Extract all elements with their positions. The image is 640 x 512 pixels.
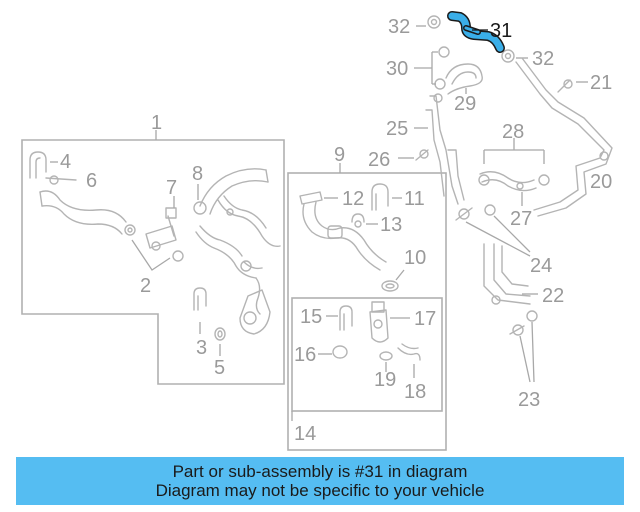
callout-22: 22	[542, 285, 564, 307]
callout-32-right: 32	[532, 48, 554, 70]
pipe-20	[515, 57, 613, 217]
callout-8: 8	[192, 163, 203, 185]
callout-16: 16	[294, 344, 316, 366]
bolt-21	[557, 79, 573, 93]
callout-4: 4	[60, 151, 71, 173]
hose-18	[397, 343, 421, 361]
callout-29: 29	[454, 93, 476, 115]
pipe-25	[425, 93, 465, 205]
hose-30-29	[434, 46, 483, 95]
callout-28: 28	[502, 121, 524, 143]
small-hose-right	[217, 195, 281, 247]
banner-line-disclaimer: Diagram may not be specific to your vehi…	[155, 481, 485, 500]
callout-3: 3	[196, 337, 207, 359]
callout-32-top: 32	[388, 16, 410, 38]
callout-1: 1	[151, 112, 162, 134]
callout-26: 26	[368, 149, 390, 171]
callout-15: 15	[300, 306, 322, 328]
callout-31: 31	[490, 20, 512, 42]
group-14-outline	[291, 297, 443, 412]
group-9-outline	[287, 172, 447, 451]
callout-18: 18	[404, 381, 426, 403]
group-1-outline	[21, 139, 285, 385]
radiator-hose-long	[39, 190, 136, 236]
callout-19: 19	[374, 369, 396, 391]
banner-line-part: Part or sub-assembly is #31 in diagram	[172, 462, 468, 481]
callout-10: 10	[404, 247, 426, 269]
callout-21: 21	[590, 72, 612, 94]
callout-30: 30	[386, 58, 408, 80]
callout-12: 12	[342, 188, 364, 210]
clamp-32-top	[427, 15, 441, 29]
o-ring-5	[214, 327, 226, 341]
callout-5: 5	[214, 357, 225, 379]
upper-hose-8	[193, 168, 269, 215]
callout-27: 27	[510, 208, 532, 230]
callout-24: 24	[530, 255, 552, 277]
hose-4-clip	[29, 151, 47, 179]
sensor-17	[369, 301, 389, 343]
info-banner: Part or sub-assembly is #31 in diagram D…	[16, 457, 624, 505]
callout-17: 17	[414, 308, 436, 330]
pipe-22	[483, 243, 531, 305]
o-ring-19	[379, 351, 393, 361]
bolt-26	[415, 149, 429, 161]
callout-11: 11	[404, 188, 425, 210]
lower-hose-3	[195, 225, 271, 335]
callout-23: 23	[518, 389, 540, 411]
clips-24	[455, 204, 496, 221]
clamp-32-right	[501, 49, 515, 63]
valve-2	[145, 207, 184, 262]
hose-27	[478, 171, 550, 192]
clamp-6	[45, 175, 77, 185]
callout-6: 6	[86, 170, 97, 192]
callout-20: 20	[590, 171, 612, 193]
clamp-15	[339, 305, 353, 331]
hose-12	[299, 191, 387, 271]
seal-10	[381, 280, 399, 292]
seal-16	[332, 345, 348, 359]
clamp-11	[371, 183, 389, 211]
clips-23	[509, 310, 538, 336]
callout-9: 9	[334, 144, 345, 166]
clip-13	[351, 213, 365, 228]
callout-25: 25	[386, 118, 408, 140]
callout-2: 2	[140, 275, 151, 297]
hose-3	[193, 287, 207, 311]
callout-14: 14	[294, 423, 316, 445]
callout-7: 7	[166, 177, 177, 199]
callout-13: 13	[380, 214, 402, 236]
